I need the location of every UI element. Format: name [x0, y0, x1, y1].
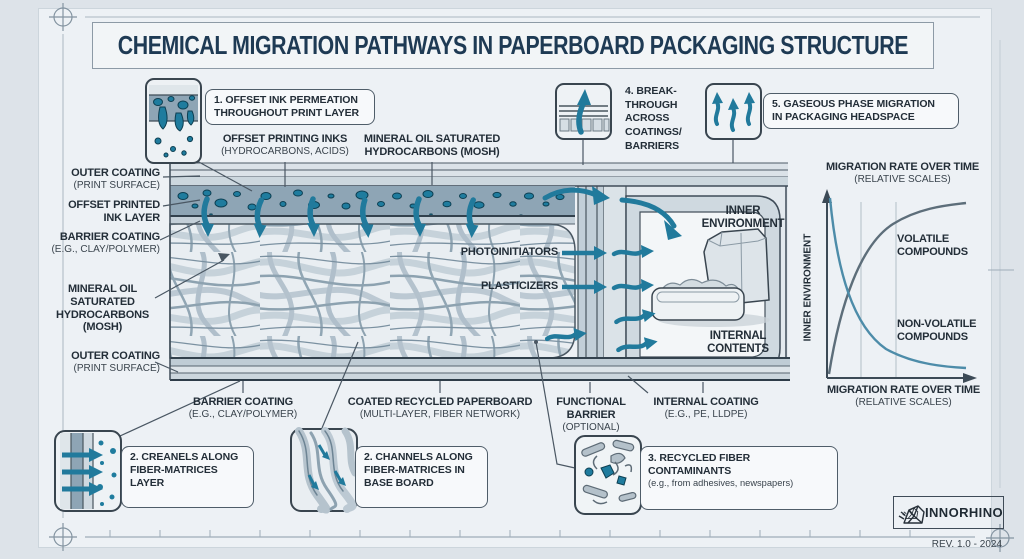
chart-volatile-label: VOLATILE COMPOUNDS	[897, 233, 968, 258]
non-volatile-curve	[828, 197, 967, 370]
callout-2b-channels: 2. CHANNELS ALONG FIBER-MATRICES IN BASE…	[355, 446, 488, 508]
revision-label: REV. 1.0 - 2024	[931, 539, 1002, 550]
breakthrough-icon	[555, 83, 612, 140]
brand-box: INNORHINO	[893, 496, 1004, 529]
migration-arrows	[201, 186, 682, 354]
label-offset-printed-ink-layer: OFFSET PRINTED INK LAYER	[68, 199, 160, 224]
callout-2a-creanels: 2. CREANELS ALONG FIBER-MATRICES LAYER	[121, 446, 254, 508]
bottom-coating-layers	[170, 357, 790, 381]
label-internal-contents: INTERNAL CONTENTS	[707, 330, 769, 356]
origami-rhino-icon	[902, 507, 919, 519]
offset-ink-layer	[170, 186, 575, 216]
chart-non-volatile-label: NON-VOLATILE COMPOUNDS	[897, 318, 977, 343]
callout-3-recycled-fiber-contaminants: 3. RECYCLED FIBER CONTAMINANTS (e.g., fr…	[640, 446, 838, 510]
channels-icon	[290, 427, 359, 514]
label-functional-barrier: FUNCTIONAL BARRIER (OPTIONAL)	[556, 396, 626, 433]
label-mosh-top: MINERAL OIL SATURATED HYDROCARBONS (MOSH…	[363, 133, 501, 158]
food-contents-illustration	[651, 228, 770, 327]
callout-1-offset-ink-permeation: 1. OFFSET INK PERMEATION THROUGHOUT PRIN…	[205, 89, 375, 126]
chart-title: MIGRATION RATE OVER TIME (RELATIVE SCALE…	[825, 161, 980, 185]
page-title: CHEMICAL MIGRATION PATHWAYS IN PAPERBOAR…	[117, 30, 909, 60]
creanels-icon	[54, 430, 122, 512]
chart-y-axis-label: INNER ENVIRONMENT	[802, 233, 814, 342]
label-outer-coating-bottom: OUTER COATING (PRINT SURFACE)	[71, 350, 160, 374]
gaseous-migration-icon	[705, 83, 762, 140]
brand-name: INNORHINO	[925, 505, 1003, 520]
registration-mark-icon	[48, 522, 78, 552]
title-bar: CHEMICAL MIGRATION PATHWAYS IN PAPERBOAR…	[92, 22, 934, 69]
paperboard-cross-section	[169, 162, 790, 381]
label-offset-printing-inks: OFFSET PRINTING INKS (HYDROCARBONS, ACID…	[221, 133, 349, 157]
label-coated-recycled-paperboard: COATED RECYCLED PAPERBOARD (MULTI-LAYER,…	[347, 396, 533, 420]
label-internal-coating: INTERNAL COATING (E.G., PE, LLDPE)	[653, 396, 759, 420]
leader-lines	[119, 140, 734, 469]
migration-rate-chart	[822, 189, 977, 383]
label-plasticizers: PLASTICIZERS	[480, 280, 558, 292]
label-photoinitiators: PHOTOINITIATORS	[460, 246, 558, 258]
food-tray	[651, 287, 745, 321]
callout-4-breakthrough: 4. BREAK- THROUGH ACROSS COATINGS/ BARRI…	[625, 85, 682, 152]
label-mosh-left: MINERAL OIL SATURATED HYDROCARBONS (MOSH…	[56, 283, 149, 334]
registration-mark-icon	[48, 2, 78, 32]
volatile-curve	[827, 201, 967, 375]
chart-x-axis-label: MIGRATION RATE OVER TIME (RELATIVE SCALE…	[826, 384, 981, 408]
x-axis-arrowhead	[963, 373, 977, 383]
label-outer-coating-top: OUTER COATING (PRINT SURFACE)	[71, 167, 160, 191]
label-inner-environment: INNER ENVIRONMENT	[701, 205, 785, 231]
label-barrier-coating-bottom: BARRIER COATING (E.G., CLAY/POLYMER)	[188, 396, 298, 420]
contaminants-icon	[574, 435, 642, 515]
callout-5-gaseous-migration: 5. GASEOUS PHASE MIGRATION IN PACKAGING …	[763, 93, 959, 130]
ink-permeation-icon	[145, 78, 202, 164]
label-barrier-coating-left: BARRIER COATING (E.G., CLAY/POLYMER)	[51, 231, 160, 255]
